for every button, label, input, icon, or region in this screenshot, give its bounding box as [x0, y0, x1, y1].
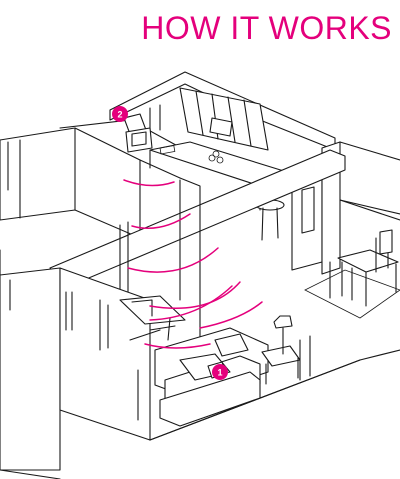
page-title: HOW IT WORKS [141, 10, 392, 46]
kitchen [109, 71, 336, 271]
wall-device [123, 113, 153, 153]
left-room [0, 119, 186, 239]
marker-2-label: 2 [117, 110, 122, 120]
marker-1: 1 [212, 364, 228, 380]
marker-2: 2 [112, 106, 128, 122]
living-room [0, 267, 361, 471]
signal-waves [123, 179, 263, 349]
marker-1-label: 1 [217, 368, 222, 378]
